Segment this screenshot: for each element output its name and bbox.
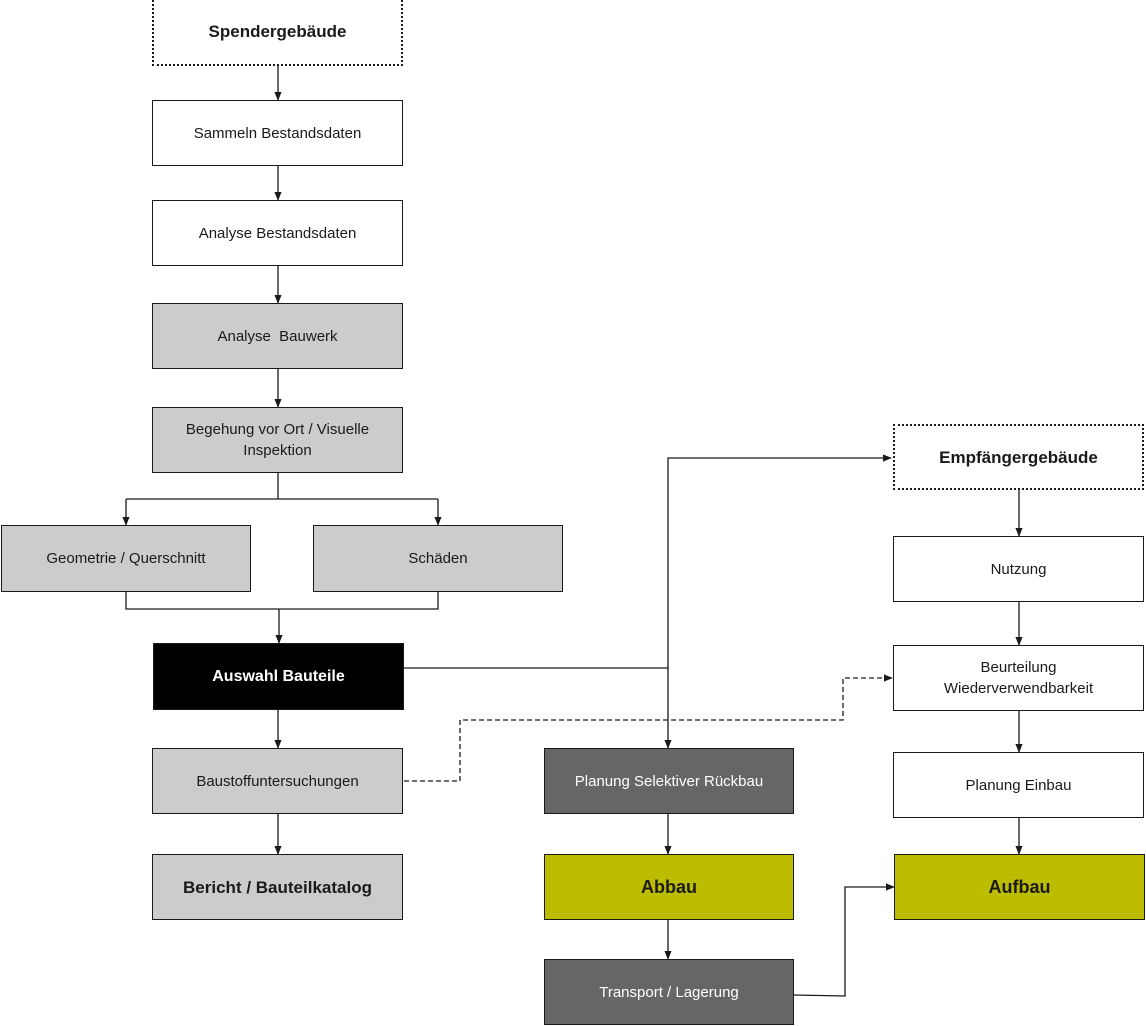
- node-label: Analyse Bauwerk: [217, 327, 338, 345]
- node-auswahl-bauteile: Auswahl Bauteile: [153, 643, 404, 710]
- node-label: Analyse Bestandsdaten: [198, 224, 357, 242]
- node-label: Empfängergebäude: [939, 447, 1098, 467]
- node-bericht-bauteilkatalog: Bericht / Bauteilkatalog: [152, 854, 403, 920]
- node-label: Transport / Lagerung: [599, 983, 739, 1001]
- arrow-transport-to-aufbau: [793, 883, 895, 997]
- node-sammeln-bestandsdaten: Sammeln Bestandsdaten: [152, 100, 403, 166]
- node-label: Beurteilung Wiederverwendbarkeit: [943, 659, 1094, 697]
- node-label: Geometrie / Querschnitt: [46, 550, 206, 567]
- node-baustoffuntersuchungen: Baustoffuntersuchungen: [152, 748, 403, 814]
- node-label: Spendergebäude: [208, 21, 347, 41]
- node-geometrie-querschnitt: Geometrie / Querschnitt: [1, 525, 251, 592]
- node-empfaengergebaeude: Empfängergebäude: [893, 424, 1144, 490]
- node-label: Auswahl Bauteile: [212, 668, 345, 685]
- node-schaeden: Schäden: [313, 525, 563, 592]
- node-label: Planung Einbau: [965, 776, 1072, 794]
- arrow-auswahl-to-planung-rueckbau: [404, 667, 672, 749]
- node-beurteilung-wiederverwendbarkeit: Beurteilung Wiederverwendbarkeit: [893, 645, 1144, 711]
- node-abbau: Abbau: [544, 854, 794, 920]
- node-transport-lagerung: Transport / Lagerung: [544, 959, 794, 1025]
- node-label: Sammeln Bestandsdaten: [193, 124, 362, 142]
- arrow-auswahl-to-empfaenger: [667, 454, 892, 668]
- merge-connector: [125, 592, 439, 610]
- node-planung-einbau: Planung Einbau: [893, 752, 1144, 818]
- dashed-baustoff-to-beurteilung: [404, 674, 893, 782]
- node-label: Baustoffuntersuchungen: [196, 772, 359, 790]
- node-label: Planung Selektiver Rückbau: [574, 772, 764, 790]
- node-nutzung: Nutzung: [893, 536, 1144, 602]
- node-label: Aufbau: [988, 876, 1051, 897]
- node-label: Bericht / Bauteilkatalog: [183, 877, 372, 897]
- node-analyse-bauwerk: Analyse Bauwerk: [152, 303, 403, 369]
- node-label: Schäden: [408, 550, 468, 567]
- node-analyse-bestandsdaten: Analyse Bestandsdaten: [152, 200, 403, 266]
- node-label: Begehung vor Ort / Visuelle Inspektion: [185, 421, 370, 459]
- node-planung-selektiver-rueckbau: Planung Selektiver Rückbau: [544, 748, 794, 814]
- node-spendergebaeude: Spendergebäude: [152, 0, 403, 66]
- node-label: Abbau: [641, 876, 697, 897]
- node-aufbau: Aufbau: [894, 854, 1145, 920]
- node-begehung: Begehung vor Ort / Visuelle Inspektion: [152, 407, 403, 473]
- node-label: Nutzung: [990, 560, 1047, 578]
